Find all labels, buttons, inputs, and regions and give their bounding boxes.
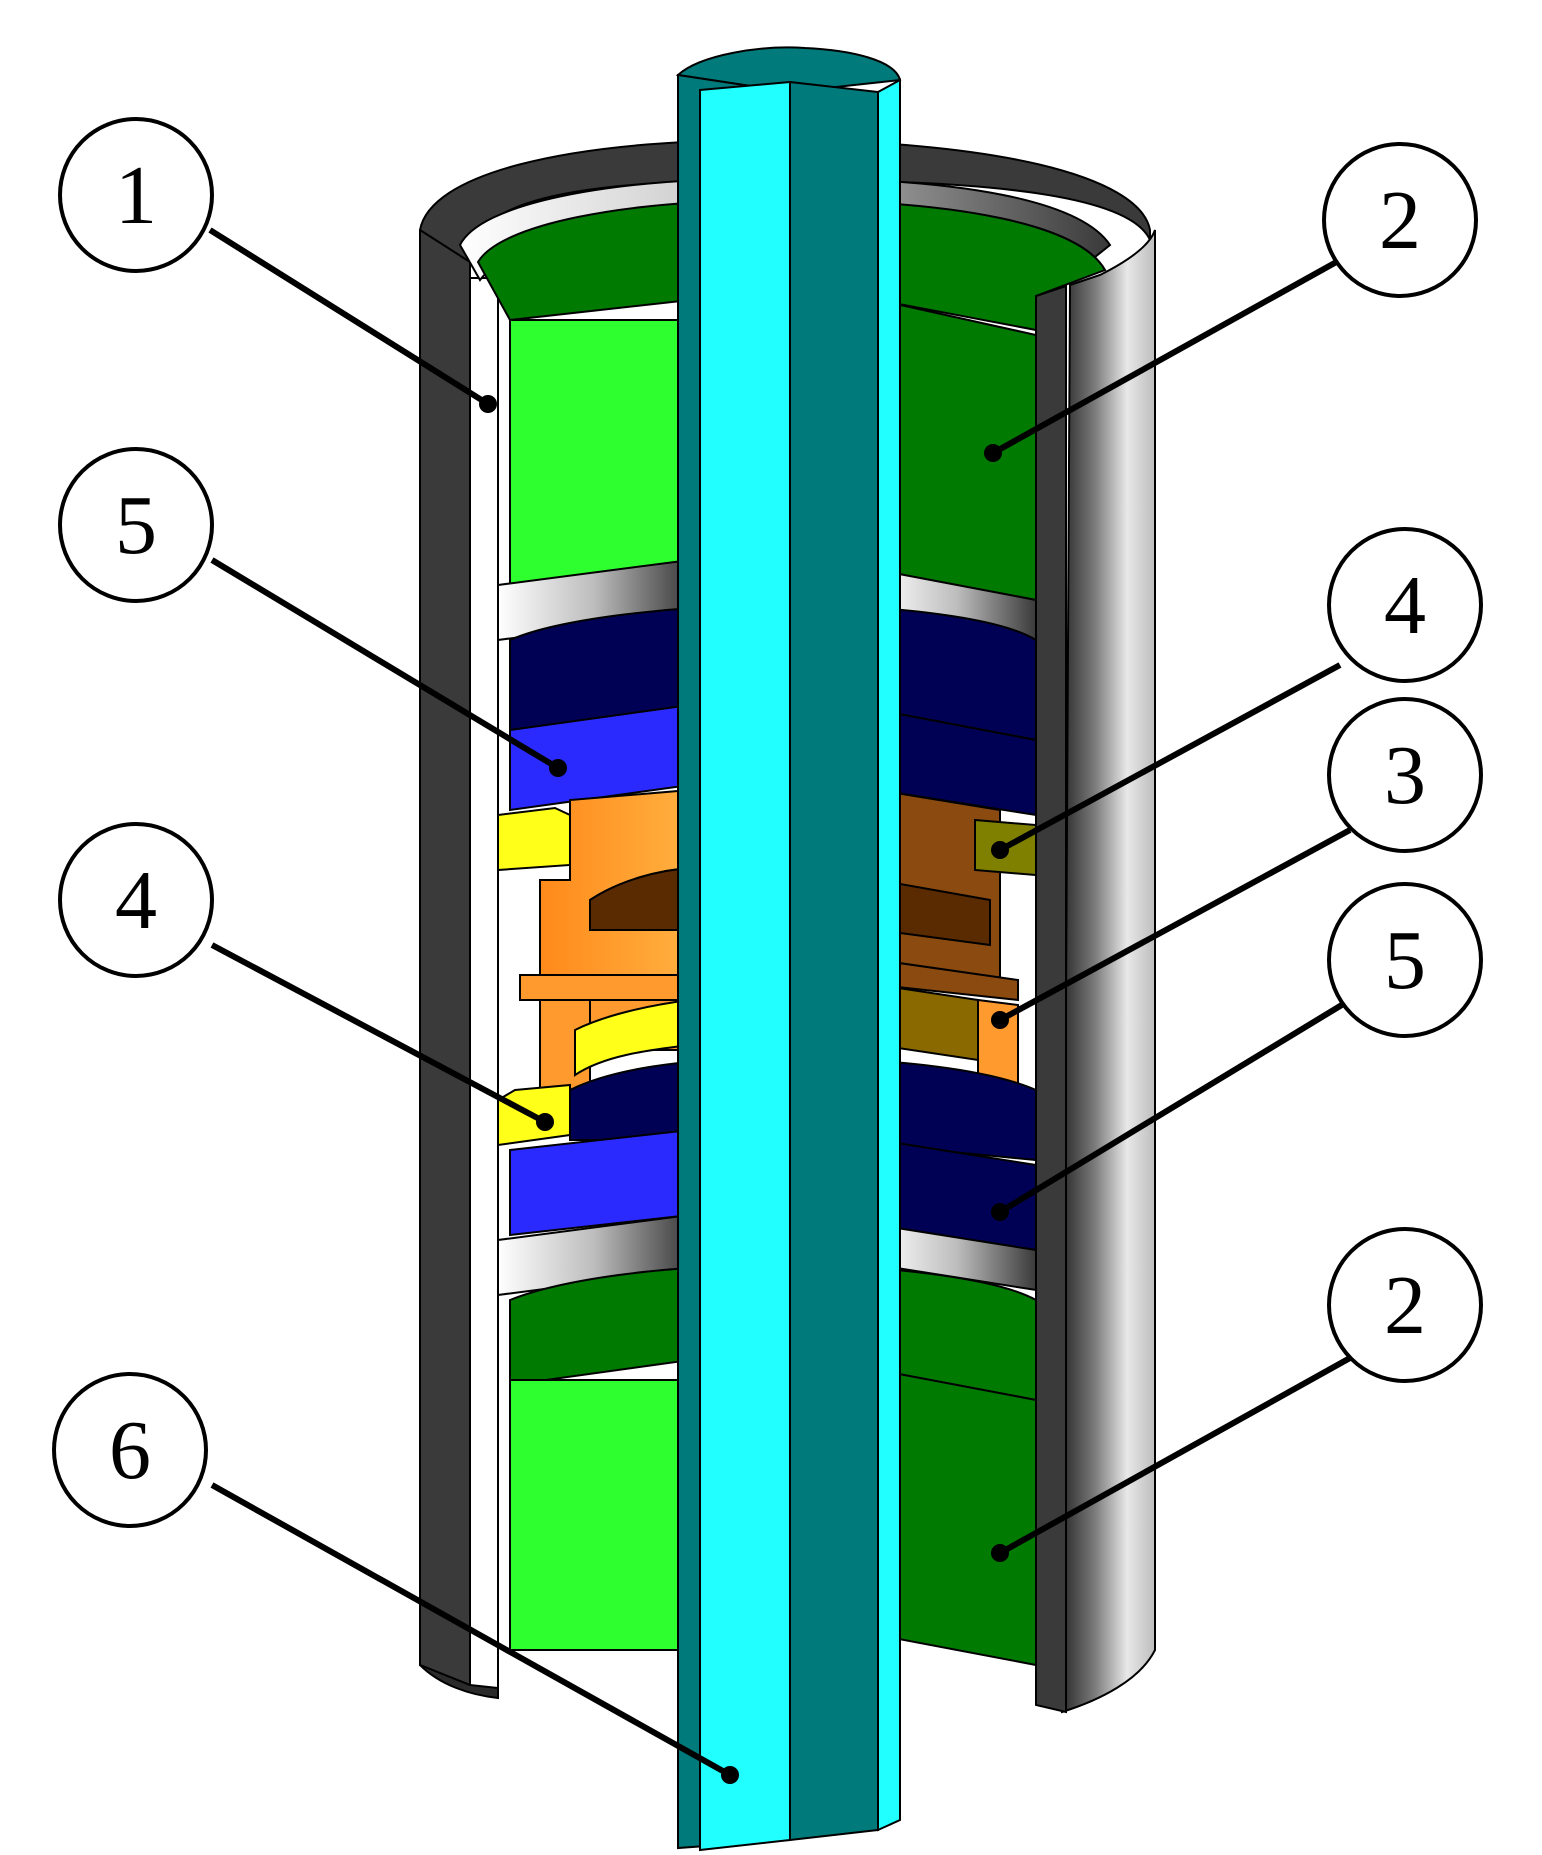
- callout-1: 1: [58, 117, 214, 273]
- callout-label-3: 3: [1384, 729, 1426, 822]
- outer-tube: [418, 138, 1156, 1714]
- callout-label-4-lower: 4: [115, 854, 157, 947]
- callout-label-2-upper: 2: [1379, 174, 1421, 267]
- callout-4-lower: 4: [58, 822, 214, 978]
- callout-5-lower: 5: [1327, 882, 1483, 1038]
- callout-2-upper: 2: [1322, 142, 1478, 298]
- central-shaft: [675, 46, 902, 1852]
- callout-3: 3: [1327, 697, 1483, 853]
- callout-label-1: 1: [115, 149, 157, 242]
- callout-2-lower: 2: [1327, 1227, 1483, 1383]
- upper-green-magnet: [476, 198, 1107, 602]
- callout-label-5-lower: 5: [1384, 914, 1426, 1007]
- callout-label-6: 6: [109, 1404, 151, 1497]
- leader-lines: [208, 227, 1352, 1778]
- upper-yellow-block: [497, 806, 1037, 877]
- callout-4-upper: 4: [1327, 527, 1483, 683]
- callout-label-2-lower: 2: [1384, 1259, 1426, 1352]
- callout-5-upper: 5: [58, 447, 214, 603]
- callout-label-4-upper: 4: [1384, 559, 1426, 652]
- callout-6: 6: [52, 1372, 208, 1528]
- callout-label-5-upper: 5: [115, 479, 157, 572]
- leader-dots: [479, 395, 1009, 1784]
